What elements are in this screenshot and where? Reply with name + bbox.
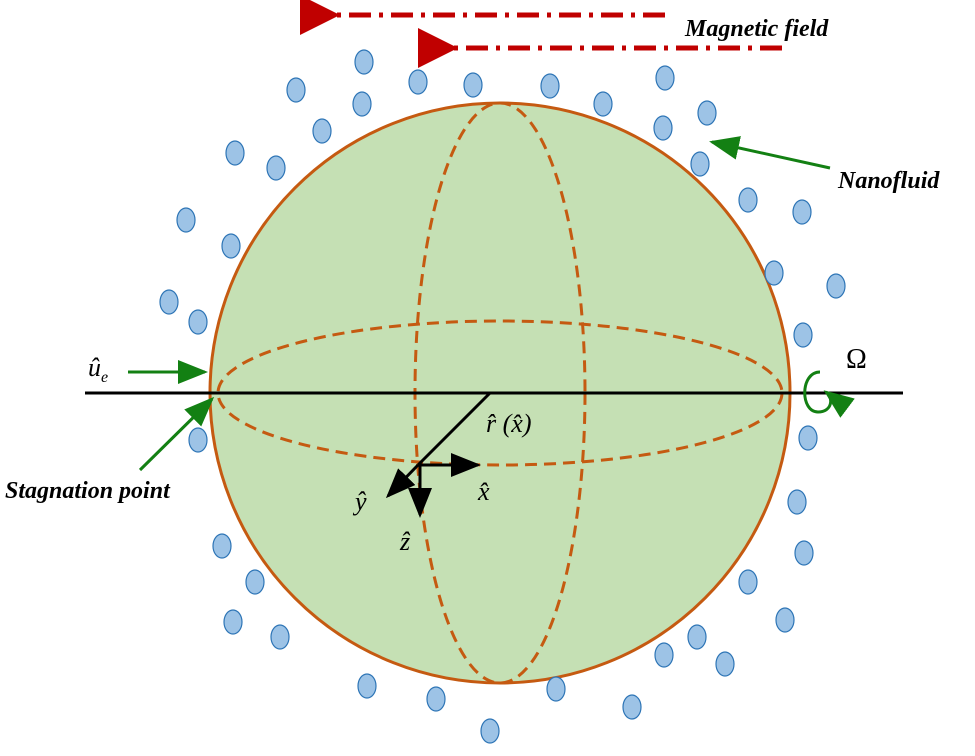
nanoparticle (188, 309, 208, 335)
nanoparticle (653, 115, 673, 141)
nanoparticle (176, 207, 196, 233)
magnetic-field-label: Magnetic field (684, 16, 829, 42)
y-axis-arrow (385, 463, 420, 499)
nanoparticle (225, 140, 245, 166)
subscript-e: e (101, 369, 108, 386)
nanoparticle (223, 609, 243, 635)
nanoparticle (286, 77, 306, 103)
nanoparticle (793, 322, 813, 348)
nanoparticle (798, 425, 818, 451)
nanoparticle (654, 642, 674, 668)
r-axis-label: r̂ (x̂) (486, 409, 531, 438)
y-axis-label: ŷ (352, 487, 367, 516)
rotation-arrow-icon (803, 370, 855, 418)
nanoparticle (312, 118, 332, 144)
nanoparticle (764, 260, 784, 286)
nanoparticle (792, 199, 812, 225)
nanoparticle (426, 686, 446, 712)
nanoparticle (655, 65, 675, 91)
u-hat: û (88, 353, 101, 382)
nanoparticle (546, 676, 566, 702)
nanoparticle (826, 273, 846, 299)
nanofluid-label: Nanofluid (837, 168, 940, 194)
free-stream-label: ûe (88, 353, 108, 386)
nanoparticle (794, 540, 814, 566)
nanoparticle (266, 155, 286, 181)
nanofluid-pointer-arrow (709, 136, 831, 170)
nanoparticle (188, 427, 208, 453)
nanoparticle (738, 569, 758, 595)
nanoparticle (738, 187, 758, 213)
nanoparticle (687, 624, 707, 650)
nanoparticle (593, 91, 613, 117)
nanofluid-particles (159, 49, 846, 744)
nanoparticle (221, 233, 241, 259)
nanoparticle (408, 69, 428, 95)
x-axis-label: x̂ (477, 477, 490, 506)
nanoparticle (270, 624, 290, 650)
omega-label: Ω (846, 344, 867, 375)
nanoparticle (463, 72, 483, 98)
nanoparticle (690, 151, 710, 177)
nanoparticle (480, 718, 500, 744)
nanoparticle (159, 289, 179, 315)
z-axis-label: ẑ (399, 527, 411, 556)
nanoparticle (357, 673, 377, 699)
nanoparticle (715, 651, 735, 677)
stagnation-pointer-arrow (138, 396, 215, 472)
nanoparticle (622, 694, 642, 720)
nanoparticle (775, 607, 795, 633)
nanoparticle (354, 49, 374, 75)
nanoparticle (212, 533, 232, 559)
nanoparticle (697, 100, 717, 126)
nanoparticle (787, 489, 807, 515)
nanoparticle (540, 73, 560, 99)
nanoparticle (245, 569, 265, 595)
stagnation-point-label: Stagnation point (5, 478, 171, 504)
radius-line (416, 391, 492, 467)
nanoparticle (352, 91, 372, 117)
